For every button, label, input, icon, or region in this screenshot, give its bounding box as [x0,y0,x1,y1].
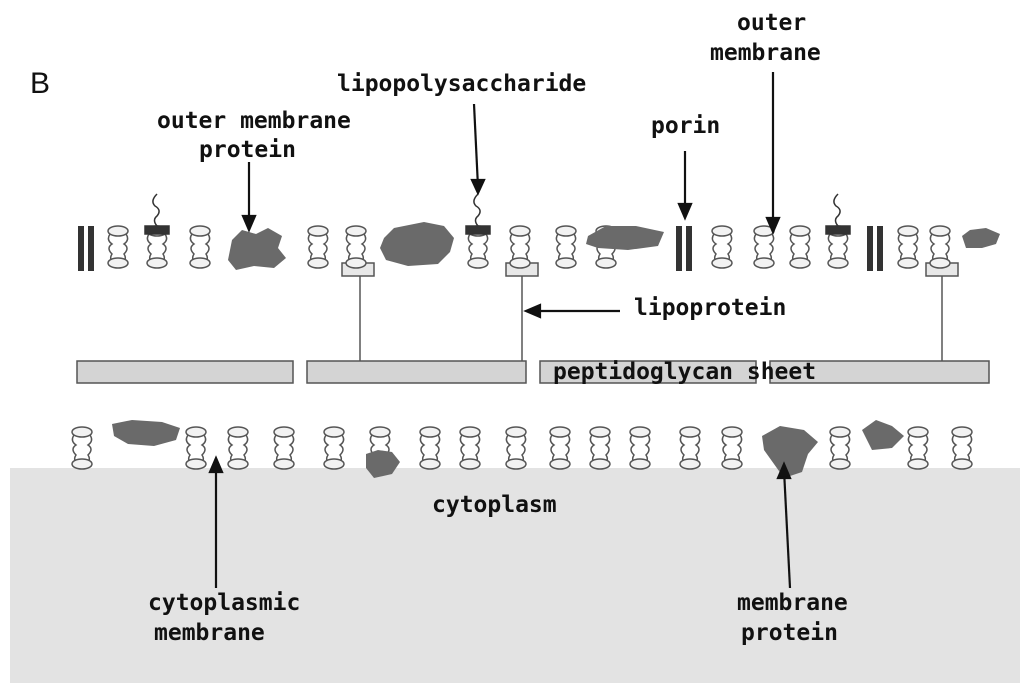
lipid-molecule [460,427,480,469]
lipid-molecule [790,226,810,268]
lipid-molecule [754,226,774,268]
lipid-molecule [930,226,950,268]
label-outer-membrane-protein-1: outer membrane [157,108,351,134]
label-cytoplasm: cytoplasm [432,492,557,518]
lipid-molecule [680,427,700,469]
lipid-molecule [274,427,294,469]
cytoplasmic-membrane-lipids [72,427,972,469]
lps-molecule [826,194,850,234]
lipid-molecule [898,226,918,268]
inner-membrane-protein-blob [862,420,904,450]
label-outer-membrane-protein-2: protein [199,137,296,163]
lipid-molecule [908,427,928,469]
lipid-molecule [556,226,576,268]
lipid-molecule [186,427,206,469]
inner-membrane-protein-blob [112,420,180,446]
lipid-molecule [108,226,128,268]
peptidoglycan-segment [307,361,526,383]
outer-membrane-protein-blob [228,228,286,270]
lipid-molecule [228,427,248,469]
lipid-molecule [324,427,344,469]
lipid-molecule [550,427,570,469]
label-membrane-protein-1: membrane [737,590,848,616]
label-outer-membrane-2: membrane [710,40,821,66]
label-cytoplasmic-membrane-2: membrane [154,620,265,646]
peptidoglycan-sheet [77,361,989,383]
lipid-molecule [630,427,650,469]
outer-membrane-protein-blob [380,222,454,266]
lipid-molecule [952,427,972,469]
outer-membrane-protein-blob [962,228,1000,248]
label-lipoprotein: lipoprotein [634,295,786,321]
label-membrane-protein-2: protein [741,620,838,646]
lps-molecule [466,194,490,234]
lipid-molecule [346,226,366,268]
label-cytoplasmic-membrane-1: cytoplasmic [148,590,300,616]
lipid-molecule [590,427,610,469]
lps-molecule [145,194,169,234]
label-porin: porin [651,113,720,139]
arrow-lipopolysaccharide [474,104,478,187]
label-peptidoglycan-sheet: peptidoglycan sheet [553,359,816,385]
peptidoglycan-segment [77,361,293,383]
porin-channel [867,226,883,271]
lipid-molecule [712,226,732,268]
lipid-molecule [506,427,526,469]
label-outer-membrane-1: outer [737,10,806,36]
lipid-molecule [420,427,440,469]
porin-channel [676,226,692,271]
lipid-molecule [308,226,328,268]
lipid-molecule [510,226,530,268]
lipid-molecule [190,226,210,268]
porin-channel [78,226,94,271]
lipid-molecule [722,427,742,469]
label-lipopolysaccharide: lipopolysaccharide [337,71,586,97]
lipid-molecule [830,427,850,469]
panel-letter: B [30,67,50,100]
lipid-molecule [72,427,92,469]
